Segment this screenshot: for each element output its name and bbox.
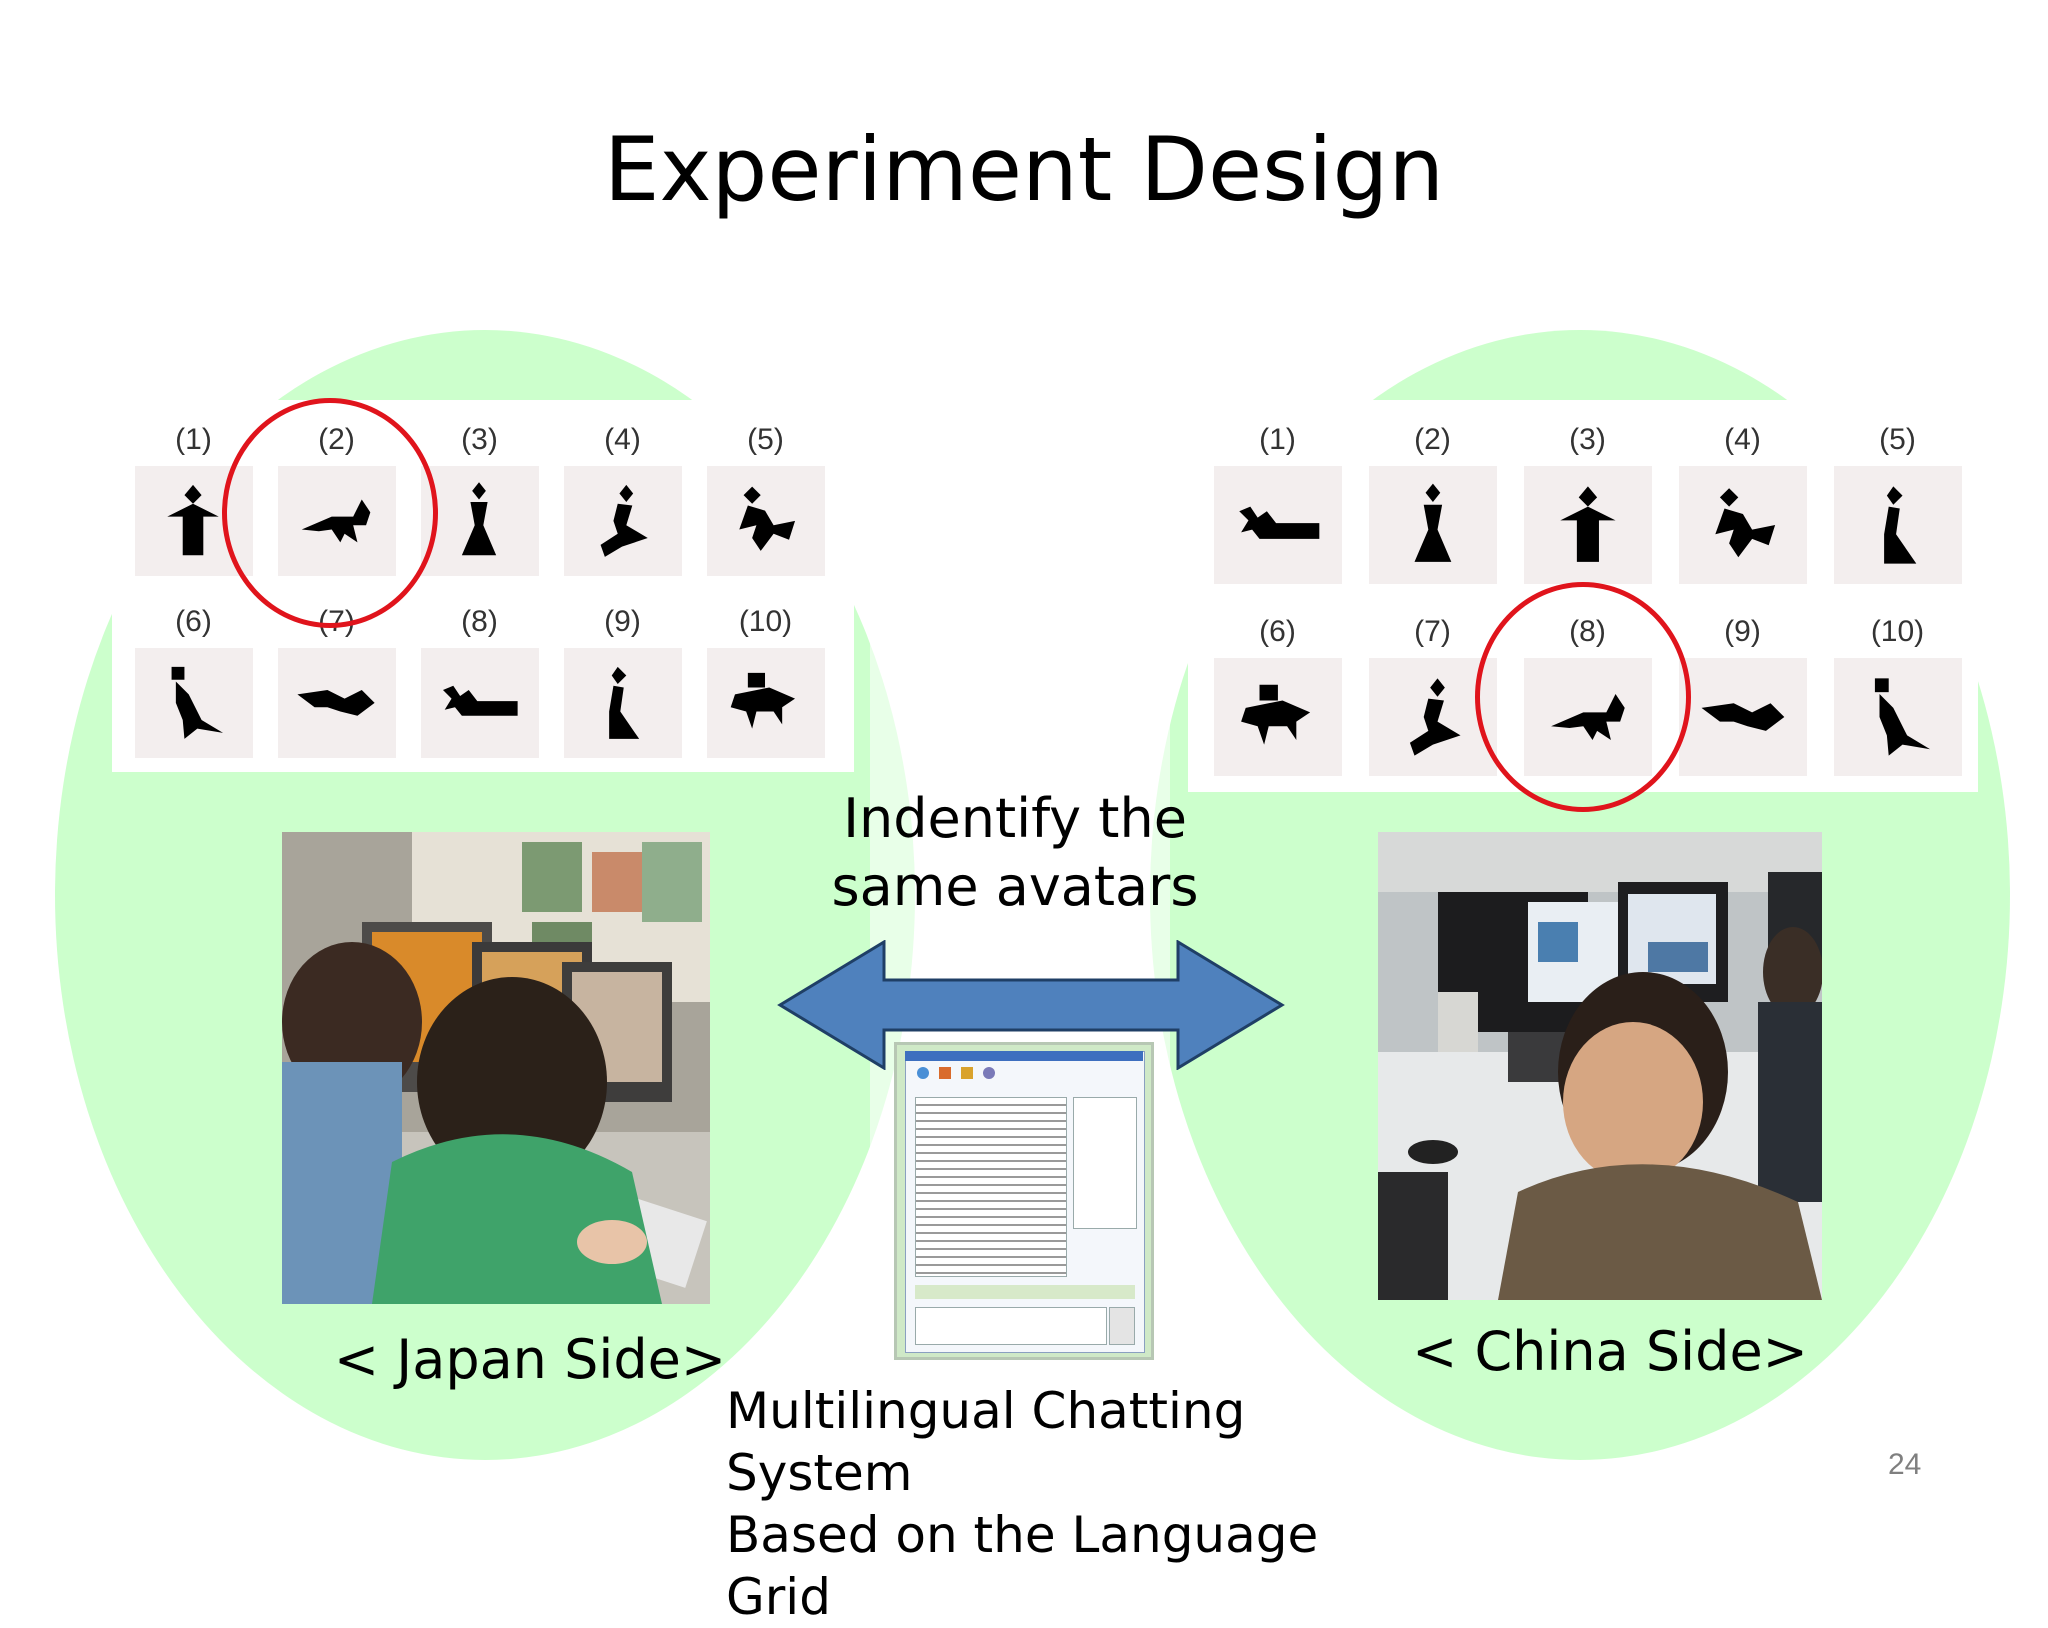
lying-figure-icon: [421, 648, 539, 758]
avatar-label: (6): [1259, 606, 1296, 658]
instruction-line-2: same avatars: [800, 853, 1230, 921]
avatar-label: (3): [1569, 414, 1606, 466]
japan-selection-circle: [222, 398, 438, 628]
avatar-label: (1): [1259, 414, 1296, 466]
kneeling-figure-icon: [1834, 658, 1962, 776]
avatar-label: (4): [1724, 414, 1761, 466]
japan-avatar-6: (6): [122, 596, 265, 778]
avatar-label: (2): [1414, 414, 1451, 466]
china-avatar-3: (3): [1510, 414, 1665, 606]
japan-avatar-panel: (1)(2)(3)(4)(5)(6)(7)(8)(9)(10): [112, 400, 854, 772]
china-avatar-1: (1): [1200, 414, 1355, 606]
chat-system-window: [894, 1042, 1154, 1360]
tall-figure-icon: [1369, 466, 1497, 584]
avatar-label: (6): [175, 596, 212, 648]
instruction-line-1: Indentify the: [800, 785, 1230, 853]
slide-title: Experiment Design: [0, 118, 2048, 221]
japan-avatar-8: (8): [408, 596, 551, 778]
japan-avatar-10: (10): [694, 596, 837, 778]
japan-side-caption: < Japan Side>: [300, 1328, 760, 1391]
rider-figure-icon: [1214, 658, 1342, 776]
avatar-label: (5): [1879, 414, 1916, 466]
avatar-label: (8): [461, 596, 498, 648]
avatar-label: (4): [604, 414, 641, 466]
standing-figure-icon: [1834, 466, 1962, 584]
avatar-label: (9): [604, 596, 641, 648]
china-avatar-4: (4): [1665, 414, 1820, 606]
china-avatar-5: (5): [1820, 414, 1975, 606]
avatar-label: (10): [1871, 606, 1924, 658]
rider-figure-icon: [707, 648, 825, 758]
avatar-label: (1): [175, 414, 212, 466]
system-line-1: Multilingual Chatting System: [726, 1380, 1366, 1504]
dancing-figure-icon: [707, 466, 825, 576]
pagoda-figure-icon: [1524, 466, 1652, 584]
kneeling-figure-icon: [135, 648, 253, 758]
japan-avatar-4: (4): [551, 414, 694, 596]
system-description: Multilingual Chatting System Based on th…: [726, 1380, 1366, 1628]
china-side-photo: [1378, 832, 1822, 1300]
tall-figure-icon: [421, 466, 539, 576]
lying-figure-icon: [1214, 466, 1342, 584]
bird-figure-icon: [278, 648, 396, 758]
china-side-caption: < China Side>: [1380, 1320, 1840, 1383]
avatar-label: (5): [747, 414, 784, 466]
standing-figure-icon: [564, 648, 682, 758]
china-avatar-6: (6): [1200, 606, 1355, 798]
japan-side-photo: [282, 832, 710, 1304]
avatar-label: (10): [739, 596, 792, 648]
page-number: 24: [1888, 1448, 1921, 1482]
avatar-label: (3): [461, 414, 498, 466]
avatar-label: (7): [1414, 606, 1451, 658]
japan-avatar-9: (9): [551, 596, 694, 778]
china-avatar-2: (2): [1355, 414, 1510, 606]
avatar-label: (9): [1724, 606, 1761, 658]
instruction-text: Indentify the same avatars: [800, 785, 1230, 921]
dancing-figure-icon: [1679, 466, 1807, 584]
china-avatar-10: (10): [1820, 606, 1975, 798]
system-line-2: Based on the Language Grid: [726, 1504, 1366, 1628]
china-selection-circle: [1475, 582, 1691, 812]
bird-figure-icon: [1679, 658, 1807, 776]
sitting-figure-icon: [564, 466, 682, 576]
japan-avatar-5: (5): [694, 414, 837, 596]
